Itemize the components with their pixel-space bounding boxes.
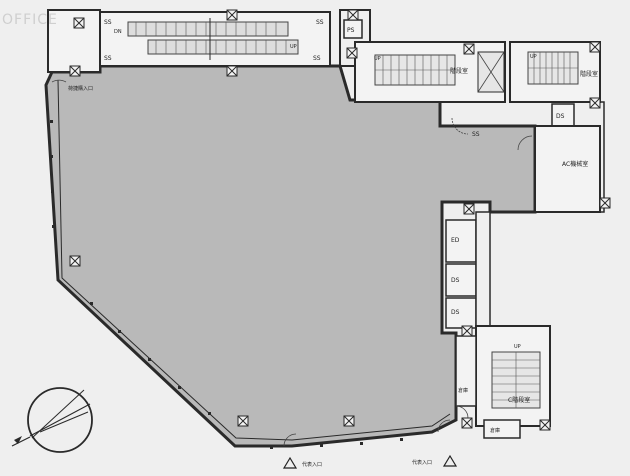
label-stair-right: 階段室 — [580, 70, 598, 78]
north-arrow-icon — [11, 387, 93, 453]
ac-room — [534, 125, 601, 213]
ds-room-1 — [445, 263, 477, 297]
label-ss-bottom-right: SS — [313, 55, 321, 62]
structural-columns — [69, 9, 611, 431]
label-up-1: UP — [374, 56, 381, 62]
label-stair-upper: 階段室 — [450, 67, 468, 75]
entrance-door-1 — [283, 433, 297, 447]
label-ss-mid: SS — [472, 131, 480, 138]
label-ss-top-right: SS — [316, 19, 324, 26]
label-up-3: UP — [514, 344, 521, 350]
door-top-left — [51, 79, 67, 83]
ds-room-2 — [445, 297, 477, 329]
inner-wall-line — [57, 79, 451, 441]
core-column-right — [475, 211, 491, 335]
storage-room-1 — [455, 335, 477, 407]
label-ps: PS — [347, 27, 355, 34]
label-ac-room: AC機械室 — [562, 160, 588, 168]
ss-mid-door — [451, 117, 469, 135]
ac-door — [517, 135, 533, 151]
office-floor-area — [44, 64, 537, 448]
label-stair-lower: C階段室 — [508, 396, 530, 404]
label-storage-2: 倉庫 — [490, 427, 500, 434]
storage-room-2 — [483, 419, 521, 439]
label-up-2: UP — [530, 54, 537, 60]
label-entrance-1: 代表入口 — [302, 461, 322, 468]
label-storage-1: 倉庫 — [458, 387, 468, 394]
label-esc-dn: DN — [114, 29, 122, 35]
label-ss-top-left: SS — [104, 19, 112, 26]
label-service-entrance: 荷捷購入口 — [68, 85, 93, 92]
label-entrance-2: 代表入口 — [412, 459, 432, 466]
facade-marks — [50, 120, 403, 449]
label-esc-up: UP — [290, 44, 297, 50]
escalator-right — [147, 39, 299, 55]
label-ds-top: DS — [556, 113, 565, 120]
escalator-block — [99, 11, 331, 67]
ed-room — [445, 219, 477, 263]
entrance-marker-1 — [282, 456, 298, 469]
label-ss-bottom-left: SS — [104, 55, 112, 62]
label-ed: ED — [451, 237, 460, 244]
entrance-marker-2 — [442, 454, 458, 467]
label-ds-2: DS — [451, 309, 460, 316]
label-ds-1: DS — [451, 277, 460, 284]
escalator-left — [127, 21, 289, 37]
entrance-door-2 — [437, 419, 451, 433]
storage-door — [455, 405, 469, 419]
watermark: OFFICE — [2, 12, 58, 28]
